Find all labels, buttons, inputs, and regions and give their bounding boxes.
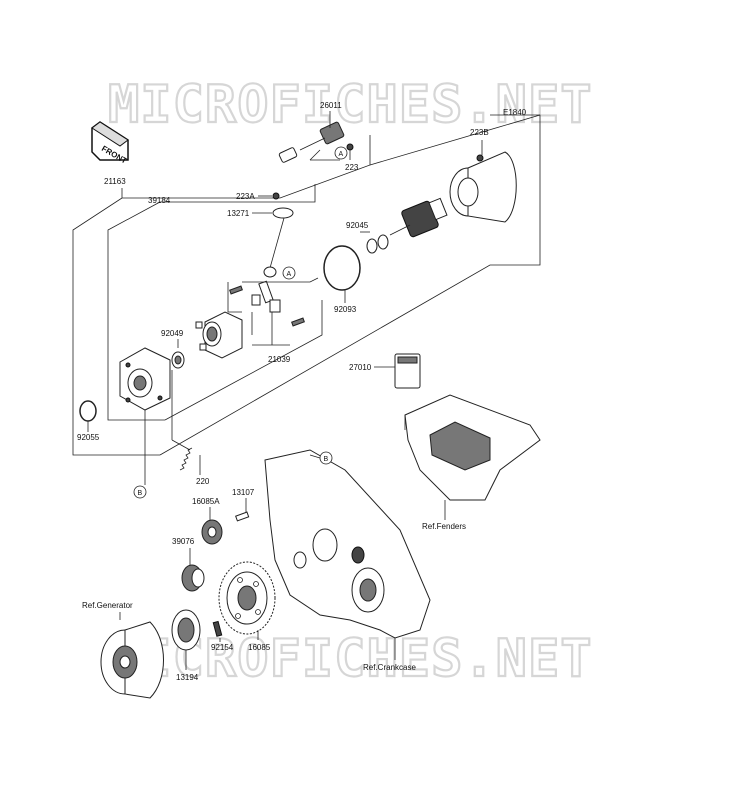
part-brush-holder: A bbox=[227, 266, 319, 345]
label-223b: 223B bbox=[470, 128, 489, 137]
part-26011-connector: 26011 bbox=[278, 101, 345, 163]
part-armature bbox=[389, 197, 448, 238]
part-fenders-bracket: Ref.Fenders bbox=[404, 394, 541, 531]
front-arrow-badge: FRONT bbox=[91, 121, 129, 166]
label-16085a: 16085A bbox=[192, 497, 220, 506]
label-26011: 26011 bbox=[320, 101, 342, 110]
label-92093: 92093 bbox=[334, 305, 357, 314]
part-motor-cover bbox=[449, 151, 517, 223]
part-13107-pin: 13107 bbox=[232, 488, 255, 522]
part-223a-13271: 223A 13271 bbox=[227, 192, 294, 269]
part-39076-gear: 39076 bbox=[172, 537, 205, 592]
callout-b-case bbox=[319, 451, 333, 465]
label-13194: 13194 bbox=[176, 673, 199, 682]
label-92045: 92045 bbox=[346, 221, 369, 230]
ref-crankcase: Ref.Crankcase bbox=[363, 663, 416, 672]
callout-a-mid bbox=[282, 266, 296, 280]
svg-text:B: B bbox=[324, 456, 329, 463]
part-220-spring: 220 bbox=[179, 447, 210, 486]
label-92049: 92049 bbox=[161, 329, 184, 338]
svg-text:A: A bbox=[339, 151, 344, 158]
label-223a: 223A bbox=[236, 192, 255, 201]
label-13271: 13271 bbox=[227, 209, 250, 218]
ref-fenders: Ref.Fenders bbox=[422, 522, 466, 531]
label-21039: 21039 bbox=[268, 355, 291, 364]
part-92049-seal: 92049 bbox=[161, 329, 191, 451]
part-crankcase: B Ref.Crankcase bbox=[264, 449, 431, 672]
label-27010: 27010 bbox=[349, 363, 372, 372]
label-13107: 13107 bbox=[232, 488, 255, 497]
label-39184: 39184 bbox=[148, 196, 171, 205]
callout-b-left bbox=[133, 485, 147, 499]
part-front-bracket: B bbox=[119, 347, 171, 499]
svg-text:B: B bbox=[138, 490, 143, 497]
label-92154: 92154 bbox=[211, 643, 234, 652]
diagram-code: E1840 bbox=[503, 108, 527, 117]
part-223-screw: 223 bbox=[345, 143, 359, 172]
label-16085: 16085 bbox=[248, 643, 271, 652]
part-223b-bolt: 223B bbox=[470, 128, 489, 162]
label-21163: 21163 bbox=[104, 177, 126, 186]
part-92154-bolt: 92154 bbox=[211, 620, 234, 652]
svg-text:A: A bbox=[287, 271, 292, 278]
part-92093-oring: 92093 bbox=[323, 245, 361, 314]
part-13194-clutch: 13194 bbox=[171, 609, 201, 682]
part-housing bbox=[195, 311, 243, 359]
part-generator-rotor: Ref.Generator bbox=[82, 601, 164, 699]
part-92045: 92045 bbox=[346, 221, 389, 254]
part-16085-starter-gear: 16085 bbox=[218, 561, 276, 652]
starter-assembly-outline bbox=[72, 114, 541, 456]
callout-a-top bbox=[334, 146, 348, 160]
part-16085a-gear: 16085A bbox=[192, 497, 223, 545]
watermark-top: MICROFICHES.NET bbox=[108, 75, 593, 135]
label-39076: 39076 bbox=[172, 537, 195, 546]
part-92055-oring: 92055 bbox=[77, 400, 100, 442]
label-220: 220 bbox=[196, 477, 210, 486]
ref-generator: Ref.Generator bbox=[82, 601, 133, 610]
label-223: 223 bbox=[345, 163, 359, 172]
part-27010-relay: 27010 bbox=[349, 353, 421, 389]
label-92055: 92055 bbox=[77, 433, 100, 442]
